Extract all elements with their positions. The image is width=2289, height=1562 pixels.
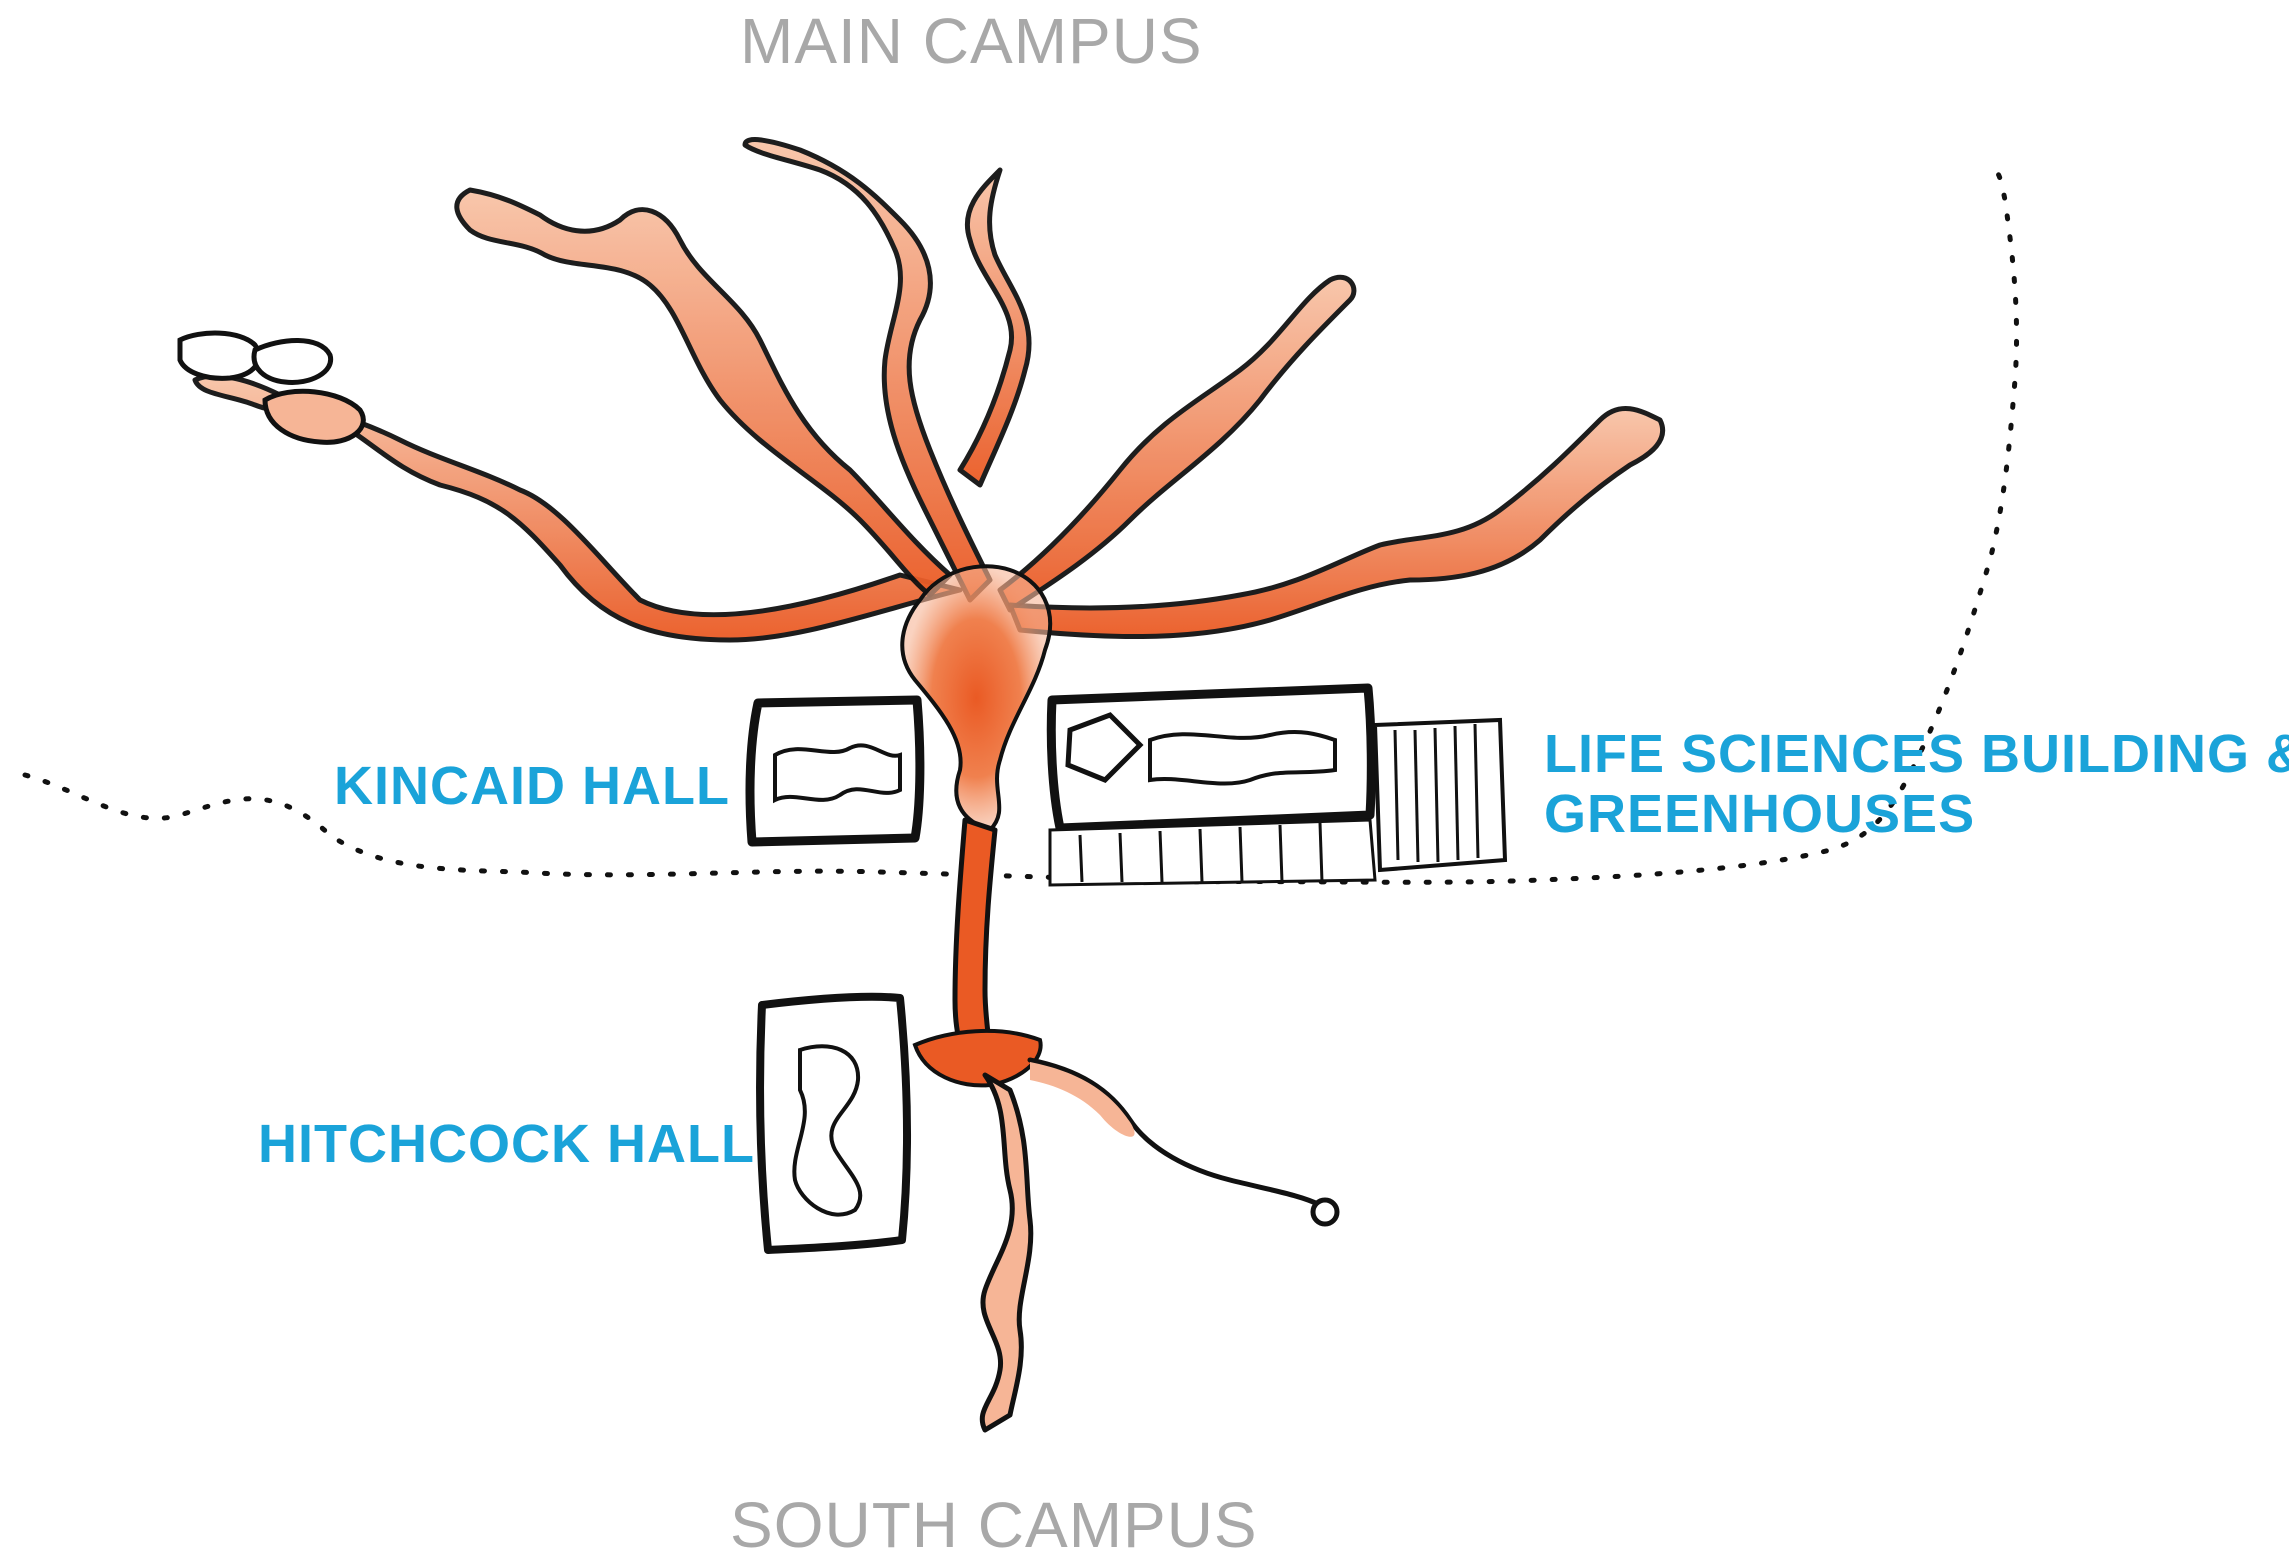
life-sciences-label: LIFE SCIENCES BUILDING & GREENHOUSES	[1544, 724, 2289, 845]
path-junction-south	[915, 1031, 1041, 1085]
path-branch-left-end-3	[265, 391, 363, 442]
kincaid-hall-building	[750, 700, 920, 842]
life-sciences-label-line1: LIFE SCIENCES BUILDING &	[1544, 724, 2289, 784]
path-branch-south	[982, 1075, 1031, 1430]
hitchcock-hall-building	[760, 997, 907, 1250]
path-branch-left-end-1	[180, 333, 259, 378]
path-branch-top-fork	[960, 170, 1029, 485]
south-campus-label: SOUTH CAMPUS	[730, 1490, 1258, 1562]
path-stem-south	[955, 820, 995, 1060]
life-sciences-building	[1051, 688, 1371, 828]
hitchcock-hall-label: HITCHCOCK HALL	[258, 1114, 755, 1174]
path-branch-upper-right	[1000, 277, 1354, 610]
life-sciences-label-line2: GREENHOUSES	[1544, 784, 2289, 844]
path-hub	[902, 566, 1050, 830]
kincaid-hall-label: KINCAID HALL	[334, 756, 730, 816]
path-branch-left-end-2	[254, 340, 331, 382]
main-campus-label: MAIN CAMPUS	[740, 6, 1203, 78]
path-branch-southeast-end	[1313, 1200, 1337, 1224]
path-branch-southeast-fill	[1030, 1062, 1135, 1137]
